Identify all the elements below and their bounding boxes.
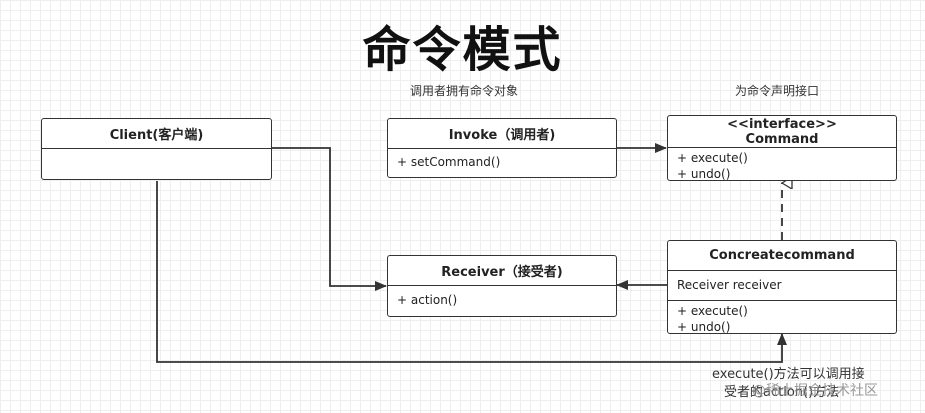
page-title: 命令模式 — [362, 22, 563, 78]
watermark: @稀土掘金技术社区 — [752, 383, 878, 399]
client-class-box: Client(客户端) — [41, 118, 272, 180]
concrete-command-method: + undo() — [677, 320, 731, 334]
execute-note-line1: execute()方法可以调用接 — [712, 367, 865, 382]
command-method: + undo() — [677, 167, 731, 181]
command-method: + execute() — [677, 151, 748, 165]
receiver-method: + action() — [397, 293, 458, 307]
concrete-command-attribute: Receiver receiver — [677, 278, 782, 292]
concrete-command-methods: + execute() + undo() — [668, 301, 896, 337]
receiver-class-name: Receiver（接受者) — [388, 256, 616, 286]
concrete-command-attributes: Receiver receiver — [668, 271, 896, 301]
invoke-methods: + setCommand() — [388, 149, 616, 172]
invoke-class-box: Invoke（调用者) + setCommand() — [387, 118, 617, 178]
client-class-name: Client(客户端) — [42, 119, 271, 149]
execute-note-line2: 受者的action()方法 — [724, 385, 840, 400]
command-stereotype: <<interface>> — [727, 116, 837, 132]
concrete-command-class-name: Concreatecommand — [668, 241, 896, 271]
command-class-name: Command — [745, 131, 819, 147]
client-to-receiver-line — [272, 147, 387, 291]
client-to-concrete-line — [156, 181, 787, 363]
concrete-command-class-box: Concreatecommand Receiver receiver + exe… — [667, 240, 897, 334]
invoke-class-name: Invoke（调用者) — [388, 119, 616, 149]
invoker-note: 调用者拥有命令对象 — [410, 84, 519, 98]
command-note: 为命令声明接口 — [735, 84, 820, 98]
receiver-class-box: Receiver（接受者) + action() — [387, 255, 617, 317]
concrete-command-method: + execute() — [677, 304, 748, 318]
command-class-header: <<interface>> Command — [668, 116, 896, 148]
command-methods: + execute() + undo() — [668, 148, 896, 184]
receiver-methods: + action() — [388, 286, 616, 310]
command-class-box: <<interface>> Command + execute() + undo… — [667, 115, 897, 181]
invoke-method: + setCommand() — [397, 155, 501, 169]
